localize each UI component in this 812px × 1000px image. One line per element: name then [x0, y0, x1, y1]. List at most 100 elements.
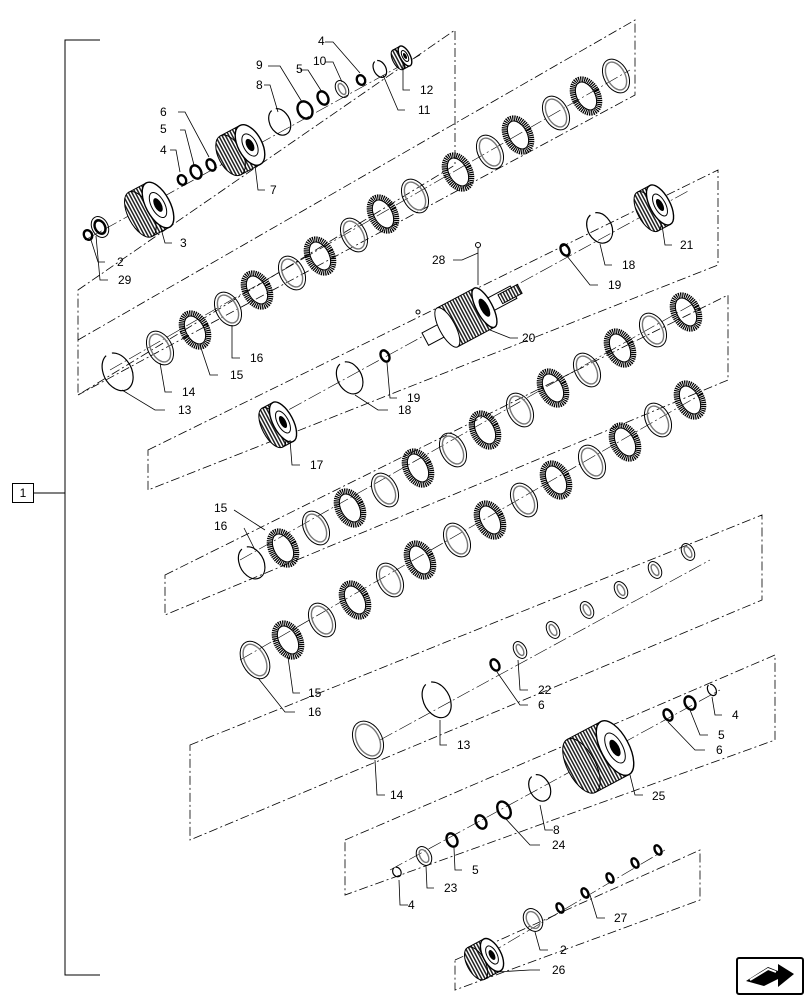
clutch-pack-3-part-6 — [403, 540, 437, 580]
leader-line-11 — [325, 61, 343, 83]
clutch-pack-3-part-13 — [643, 402, 673, 438]
callout-19: 19 — [608, 278, 622, 292]
leader-line-27 — [233, 509, 266, 531]
ring-19-a — [559, 243, 571, 257]
clutch-pack-1-part-14 — [541, 95, 571, 131]
callout-4: 4 — [160, 143, 167, 157]
clutch-pack-1-part-6 — [277, 255, 307, 291]
next-page-button[interactable] — [736, 957, 804, 995]
clutch-pack-1-part-1 — [101, 352, 134, 392]
clutch-pack-1-part-12 — [475, 134, 505, 170]
leader-line-9 — [268, 65, 303, 103]
leader-line-4 — [170, 149, 181, 173]
parts-layer — [82, 45, 717, 981]
ring-4-c — [706, 683, 717, 697]
callout-14: 14 — [390, 788, 404, 802]
spacer-27-5 — [653, 844, 663, 856]
callout-29: 29 — [118, 273, 132, 287]
leader-line-24 — [386, 362, 397, 399]
thrust-disc-1 — [512, 641, 528, 659]
clutch-pack-2-part-13 — [669, 292, 703, 332]
next-page-arrow-icon — [746, 964, 794, 987]
clutch-pack-2-part-6 — [438, 432, 468, 468]
ring-6-a — [205, 158, 217, 172]
leader-lines — [90, 41, 722, 973]
callout-14: 14 — [182, 385, 196, 399]
callout-22: 22 — [538, 683, 552, 697]
ring-4-a — [176, 174, 188, 186]
clutch-pack-3-part-1 — [239, 640, 271, 680]
callout-11: 11 — [418, 103, 431, 117]
clutch-pack-2-part-12 — [638, 312, 668, 348]
clutch-pack-3-part-11 — [577, 444, 607, 480]
spacer-27-4 — [630, 857, 640, 869]
clutch-pack-3-part-2 — [271, 620, 305, 660]
callout-6: 6 — [160, 105, 167, 119]
callout-16: 16 — [250, 351, 264, 365]
washer-10 — [334, 80, 350, 98]
clutch-pack-3-part-3 — [307, 602, 337, 638]
callout-2: 2 — [560, 943, 567, 957]
leader-line-16 — [599, 243, 612, 266]
leader-line-34 — [374, 759, 385, 796]
snap-ring-18-a — [586, 212, 614, 244]
leader-line-3 — [159, 224, 172, 244]
gear-7 — [215, 124, 266, 177]
callout-25: 25 — [652, 789, 666, 803]
snap-ring-8-b — [528, 774, 552, 802]
gear-12 — [390, 45, 413, 71]
leader-line-31 — [517, 659, 528, 691]
leader-line-29 — [287, 656, 300, 694]
leader-line-5 — [180, 129, 195, 166]
callout-23: 23 — [444, 881, 458, 895]
clutch-pack-3-part-4 — [338, 580, 372, 620]
leader-line-7 — [254, 164, 265, 191]
clutch-pack-1-part-13 — [501, 115, 535, 155]
callout-20: 20 — [522, 331, 536, 345]
leader-line-30 — [257, 677, 295, 713]
callout-6: 6 — [538, 698, 545, 712]
clutch-pack-1-part-15 — [569, 76, 603, 116]
washer-29 — [82, 229, 94, 241]
callout-15: 15 — [230, 368, 244, 382]
axis-lines — [84, 54, 721, 966]
thrust-disc-6 — [680, 543, 696, 561]
callout-19: 19 — [407, 391, 421, 405]
leader-line-22 — [159, 362, 172, 393]
callout-4: 4 — [732, 708, 739, 722]
ring-6-c — [662, 708, 674, 722]
leader-line-17 — [566, 255, 598, 286]
clutch-pack-1-part-4 — [213, 291, 243, 327]
clutch-pack-3-part-8 — [473, 500, 507, 540]
snap-ring-16-b — [237, 546, 266, 580]
leader-line-15 — [453, 252, 479, 261]
callout-15: 15 — [214, 501, 228, 515]
leader-line-28 — [243, 527, 256, 551]
leader-line-36 — [689, 709, 708, 736]
leader-line-2 — [95, 235, 108, 281]
callout-18: 18 — [622, 258, 636, 272]
gear-26 — [464, 937, 505, 981]
clutch-pack-2-part-7 — [468, 410, 502, 450]
callout-13: 13 — [457, 738, 471, 752]
leader-line-38 — [629, 774, 643, 796]
leader-line-19 — [489, 329, 518, 339]
spacer-27-1 — [555, 902, 565, 914]
spacer-27-3 — [605, 872, 615, 884]
thrust-disc-5 — [647, 561, 663, 579]
ring-5-c — [683, 695, 697, 711]
spacer-27-2 — [580, 887, 590, 899]
clutch-pack-1-part-5 — [240, 270, 274, 310]
hub-17 — [258, 401, 298, 449]
clutch-pack-3-part-12 — [608, 422, 642, 462]
ring-5-d — [445, 832, 459, 848]
assembly-bracket — [34, 39, 100, 976]
assembly-number-box: 1 — [12, 483, 34, 503]
gear-3 — [124, 181, 175, 238]
ring-24b — [474, 814, 488, 830]
leader-line-40 — [504, 817, 540, 846]
clutch-pack-1-part-2 — [145, 330, 175, 366]
clutch-pack-2-part-9 — [536, 368, 570, 408]
bearing-24 — [496, 800, 512, 820]
thrust-disc-4 — [613, 581, 629, 599]
